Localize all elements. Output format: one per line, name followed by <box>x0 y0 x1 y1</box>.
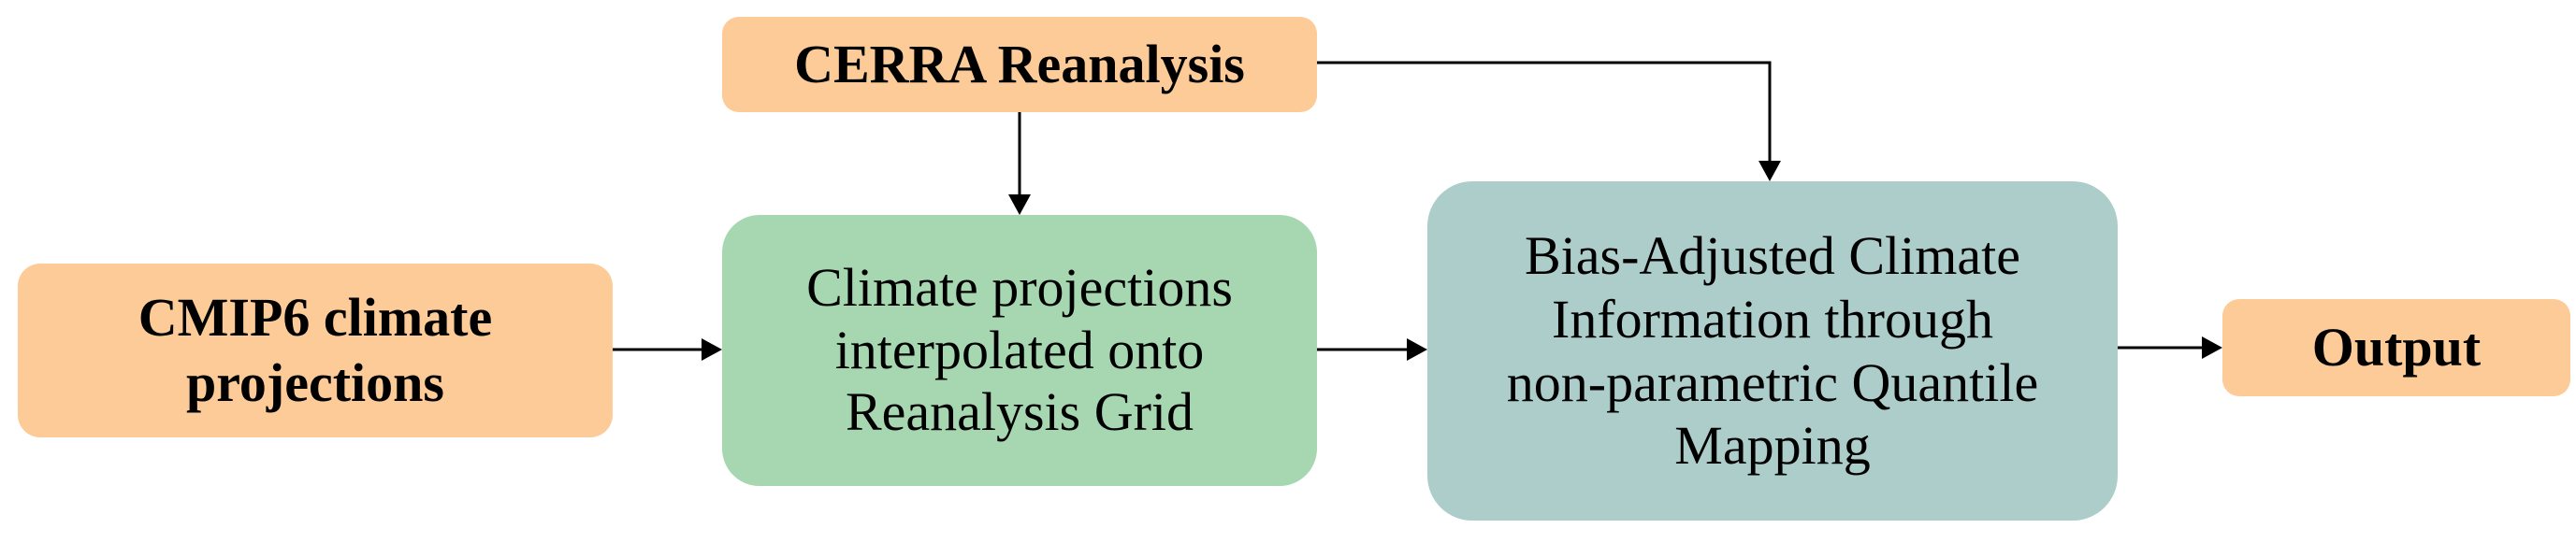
cmip6-label-line1: CMIP6 climate <box>137 287 493 349</box>
interp-label-line1: Climate projections <box>806 256 1233 318</box>
arrow-interp-to-bias <box>1317 338 1427 361</box>
cmip6-projections-node: CMIP6 climate projections <box>18 264 613 437</box>
arrow-bias-to-output <box>2118 336 2222 359</box>
arrow-cerra-to-bias <box>1317 61 1781 181</box>
cerra-reanalysis-node: CERRA Reanalysis <box>722 17 1317 112</box>
cmip6-label-line2: projections <box>185 352 444 413</box>
interpolation-node: Climate projections interpolated onto Re… <box>722 215 1317 486</box>
arrow-cerra-to-interp <box>1008 112 1031 215</box>
bias-adjustment-node: Bias-Adjusted Climate Information throug… <box>1427 181 2118 521</box>
arrow-cmip6-to-interp <box>613 338 722 361</box>
bias-label-line4: Mapping <box>1674 415 1871 477</box>
bias-label-line3: non-parametric Quantile <box>1506 351 2039 413</box>
interp-label-line3: Reanalysis Grid <box>845 381 1194 443</box>
interp-label-line2: interpolated onto <box>834 319 1205 380</box>
bias-label-line2: Information through <box>1552 288 1993 350</box>
cerra-reanalysis-label: CERRA Reanalysis <box>794 33 1245 94</box>
bias-label-line1: Bias-Adjusted Climate <box>1524 224 2020 286</box>
output-label: Output <box>2311 316 2482 378</box>
output-node: Output <box>2222 299 2570 396</box>
